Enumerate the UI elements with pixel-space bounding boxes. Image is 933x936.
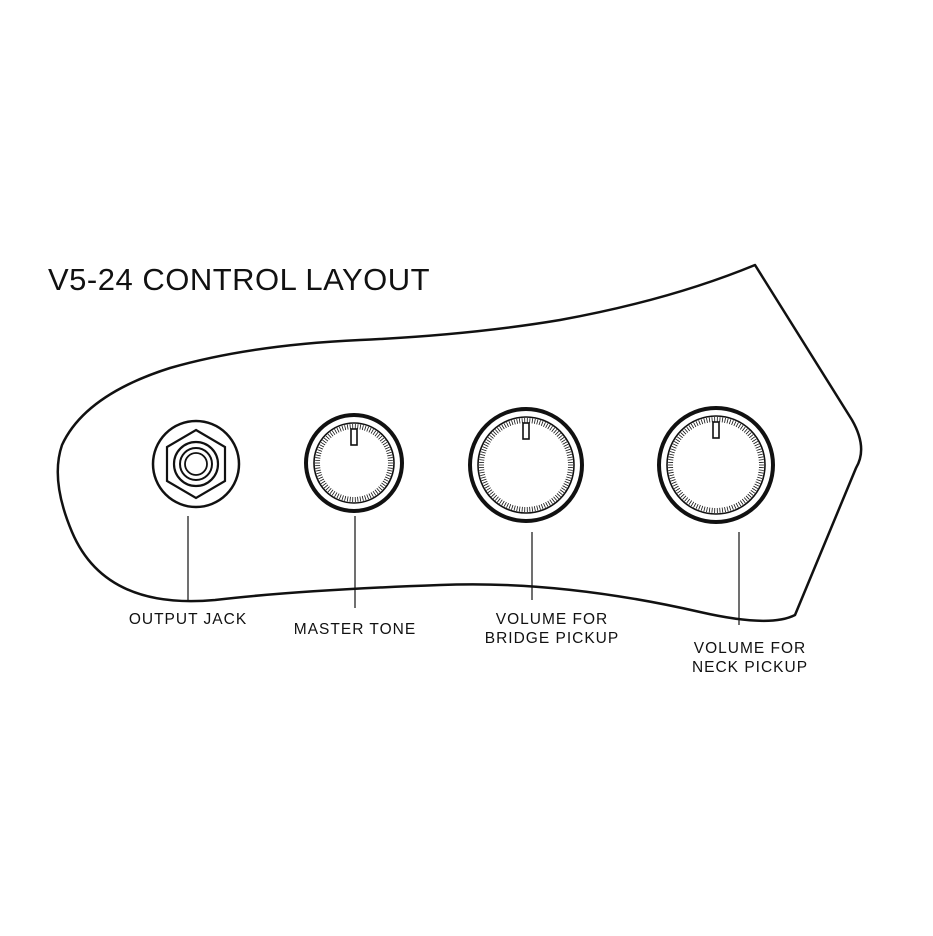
bridge-volume-knob-icon <box>468 407 584 523</box>
label-output-jack: OUTPUT JACK <box>128 611 248 628</box>
label-master-tone: MASTER TONE <box>293 621 417 638</box>
neck-volume-knob-icon <box>657 406 775 524</box>
control-plate-outline <box>56 263 863 623</box>
output-jack-icon <box>151 419 241 509</box>
diagram-title: V5-24 CONTROL LAYOUT <box>48 262 431 297</box>
label-neck-volume: VOLUME FOR NECK PICKUP <box>691 640 809 676</box>
master-tone-knob-icon <box>304 413 404 513</box>
label-bridge-volume: VOLUME FOR BRIDGE PICKUP <box>484 611 620 647</box>
